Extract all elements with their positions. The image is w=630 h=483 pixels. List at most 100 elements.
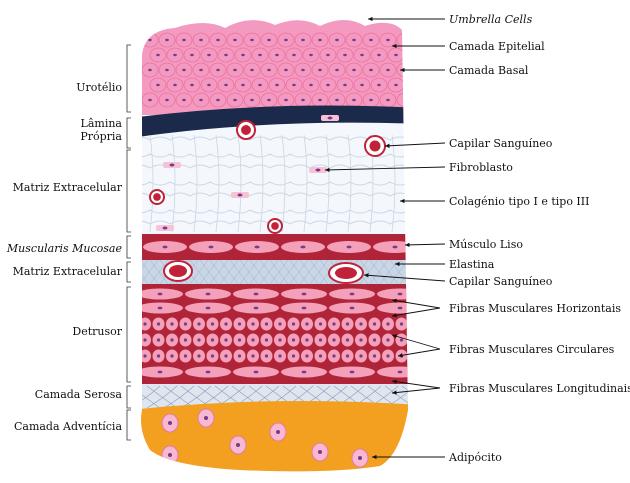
cell-nucleus xyxy=(143,338,146,341)
cell-nucleus xyxy=(301,69,305,71)
cell-nucleus xyxy=(400,322,403,325)
cell-nucleus xyxy=(369,69,373,71)
capillary-lumen xyxy=(335,267,357,279)
label-camada-serosa: Camada Serosa xyxy=(10,388,122,401)
cell-nucleus xyxy=(238,194,243,197)
cell-nucleus xyxy=(224,322,227,325)
cell-nucleus xyxy=(170,338,173,341)
label-matriz-extracelular-2: Matriz Extracelular xyxy=(6,265,122,278)
cell-nucleus xyxy=(211,354,214,357)
cell-nucleus xyxy=(211,338,214,341)
cell-nucleus xyxy=(251,354,254,357)
cell-nucleus xyxy=(254,371,259,374)
cell-nucleus xyxy=(206,371,211,374)
cell-nucleus xyxy=(319,354,322,357)
cell-nucleus xyxy=(346,322,349,325)
cell-nucleus xyxy=(265,354,268,357)
label-fibras-circulares: Fibras Musculares Circulares xyxy=(449,343,614,356)
label-musculo-liso: Músculo Liso xyxy=(449,238,523,251)
cell-nucleus xyxy=(276,430,280,434)
cell-nucleus xyxy=(386,322,389,325)
cell-nucleus xyxy=(224,84,228,86)
cell-nucleus xyxy=(170,164,175,167)
cell-nucleus xyxy=(238,322,241,325)
cell-nucleus xyxy=(206,307,211,310)
cell-nucleus xyxy=(359,338,362,341)
capillary-lumen xyxy=(271,222,279,230)
cell-nucleus xyxy=(394,84,398,86)
label-detrusor: Detrusor xyxy=(40,325,122,338)
cell-nucleus xyxy=(258,54,262,56)
cell-nucleus xyxy=(224,338,227,341)
capillary-lumen xyxy=(153,193,161,201)
cell-nucleus xyxy=(207,54,211,56)
cell-nucleus xyxy=(319,322,322,325)
wall-layers xyxy=(130,20,449,479)
cell-nucleus xyxy=(411,54,415,56)
cell-nucleus xyxy=(236,443,240,447)
cell-nucleus xyxy=(184,354,187,357)
cell-nucleus xyxy=(233,69,237,71)
cell-nucleus xyxy=(265,338,268,341)
label-fibras-horizontais: Fibras Musculares Horizontais xyxy=(449,302,621,315)
cell-nucleus xyxy=(143,322,146,325)
cell-nucleus xyxy=(182,99,186,101)
cell-nucleus xyxy=(157,322,160,325)
label-urotelio: Urotélio xyxy=(40,81,122,94)
cell-nucleus xyxy=(250,69,254,71)
cell-nucleus xyxy=(267,69,271,71)
cell-nucleus xyxy=(335,99,339,101)
cell-nucleus xyxy=(148,39,152,41)
cell-nucleus xyxy=(358,456,362,460)
cell-nucleus xyxy=(278,338,281,341)
cell-nucleus xyxy=(292,338,295,341)
capillary-lumen xyxy=(241,125,251,135)
cell-nucleus xyxy=(165,69,169,71)
cell-nucleus xyxy=(292,354,295,357)
cell-nucleus xyxy=(238,354,241,357)
cell-nucleus xyxy=(158,371,163,374)
cell-nucleus xyxy=(254,307,259,310)
cell-nucleus xyxy=(209,246,214,249)
cell-nucleus xyxy=(165,39,169,41)
label-fibras-longitudinais: Fibras Musculares Longitudinais xyxy=(449,382,630,395)
cell-nucleus xyxy=(350,307,355,310)
cell-nucleus xyxy=(267,39,271,41)
cell-nucleus xyxy=(275,54,279,56)
cell-nucleus xyxy=(386,338,389,341)
cell-nucleus xyxy=(158,307,163,310)
cell-nucleus xyxy=(398,371,403,374)
brace-lamina-propria xyxy=(127,118,131,148)
brace-adventicia xyxy=(127,410,131,440)
cell-nucleus xyxy=(346,338,349,341)
cell-nucleus xyxy=(265,322,268,325)
cell-nucleus xyxy=(284,99,288,101)
cell-nucleus xyxy=(267,99,271,101)
label-camada-epitelial: Camada Epitelial xyxy=(449,40,545,53)
cell-nucleus xyxy=(224,354,227,357)
cell-nucleus xyxy=(278,322,281,325)
cell-nucleus xyxy=(156,84,160,86)
cell-nucleus xyxy=(332,338,335,341)
cell-nucleus xyxy=(326,84,330,86)
left-braces xyxy=(127,45,131,440)
cell-nucleus xyxy=(398,293,403,296)
cell-nucleus xyxy=(350,371,355,374)
cell-nucleus xyxy=(292,54,296,56)
cell-nucleus xyxy=(158,293,163,296)
cell-nucleus xyxy=(199,69,203,71)
cell-nucleus xyxy=(316,169,321,172)
cell-nucleus xyxy=(319,338,322,341)
cell-nucleus xyxy=(332,322,335,325)
cell-nucleus xyxy=(393,246,398,249)
cell-nucleus xyxy=(190,84,194,86)
cell-nucleus xyxy=(241,84,245,86)
label-elastina: Elastina xyxy=(449,258,494,271)
cell-nucleus xyxy=(301,39,305,41)
cell-nucleus xyxy=(369,39,373,41)
cell-nucleus xyxy=(335,39,339,41)
cell-nucleus xyxy=(157,354,160,357)
cell-nucleus xyxy=(302,371,307,374)
